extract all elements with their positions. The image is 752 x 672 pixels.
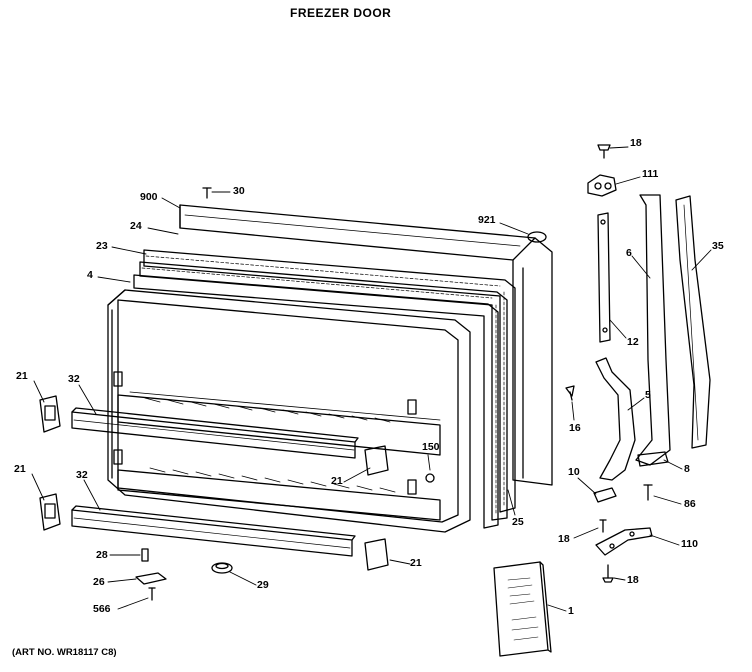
callout-26: 26 bbox=[93, 576, 105, 588]
callout-18-bottom: 18 bbox=[627, 574, 639, 586]
door-closer-5 bbox=[595, 357, 636, 481]
pin-28 bbox=[141, 548, 149, 562]
callout-29: 29 bbox=[257, 579, 269, 591]
callout-18-mid: 18 bbox=[558, 533, 570, 545]
shelf-bar-lower bbox=[71, 505, 356, 557]
end-cap-left-upper bbox=[39, 395, 61, 433]
callout-6: 6 bbox=[626, 247, 632, 259]
door-gaskets bbox=[133, 249, 516, 529]
door-liner bbox=[107, 289, 471, 533]
callout-32-lower: 32 bbox=[76, 469, 88, 481]
callout-23: 23 bbox=[96, 240, 108, 252]
outer-door-panel bbox=[179, 204, 553, 486]
hinge-110 bbox=[595, 527, 653, 556]
screw-18-mid bbox=[599, 519, 607, 533]
screw-30 bbox=[202, 187, 212, 199]
callout-150: 150 bbox=[422, 441, 440, 453]
callout-111: 111 bbox=[642, 168, 659, 180]
hinge-strap-12 bbox=[597, 212, 611, 343]
grommet-29 bbox=[211, 562, 233, 574]
trim-strip-6 bbox=[635, 194, 671, 466]
callout-110: 110 bbox=[681, 538, 698, 550]
callout-25: 25 bbox=[512, 516, 524, 528]
end-cap-left-lower bbox=[39, 493, 61, 531]
screw-18-bottom bbox=[602, 564, 614, 583]
callout-28: 28 bbox=[96, 549, 108, 561]
callout-21-left-lower: 21 bbox=[14, 463, 26, 475]
callout-16: 16 bbox=[569, 422, 581, 434]
leader-lines bbox=[31, 146, 712, 612]
callout-18-top: 18 bbox=[630, 137, 642, 149]
hinge-cap-18-top bbox=[597, 144, 611, 159]
callout-4: 4 bbox=[87, 269, 93, 281]
art-number: (ART NO. WR18117 C8) bbox=[12, 647, 117, 658]
screw-16 bbox=[565, 385, 575, 401]
callout-32-upper: 32 bbox=[68, 373, 80, 385]
callout-21-right-lower: 21 bbox=[410, 557, 422, 569]
callout-10: 10 bbox=[568, 466, 580, 478]
callout-21-right-upper: 21 bbox=[331, 475, 343, 487]
callout-21-left-upper: 21 bbox=[16, 370, 28, 382]
diagram-title: FREEZER DOOR bbox=[290, 6, 392, 20]
bracket-26 bbox=[135, 572, 167, 585]
shelf-bar-upper bbox=[71, 407, 359, 459]
screw-150 bbox=[425, 473, 435, 483]
callout-86: 86 bbox=[684, 498, 696, 510]
screw-86 bbox=[643, 484, 653, 501]
callout-1: 1 bbox=[568, 605, 574, 617]
end-cap-right-lower bbox=[364, 538, 389, 571]
callout-8: 8 bbox=[684, 463, 690, 475]
plug-921 bbox=[527, 231, 547, 243]
instruction-booklet bbox=[493, 561, 552, 657]
bushing-10 bbox=[593, 487, 617, 503]
callout-35: 35 bbox=[712, 240, 724, 252]
trim-strip-35 bbox=[675, 195, 711, 449]
callout-566: 566 bbox=[93, 603, 111, 615]
callout-30: 30 bbox=[233, 185, 245, 197]
callout-24: 24 bbox=[130, 220, 142, 232]
hinge-bracket-111 bbox=[587, 174, 617, 197]
callout-921: 921 bbox=[478, 214, 496, 226]
callout-5: 5 bbox=[645, 389, 651, 401]
callout-12: 12 bbox=[627, 336, 639, 348]
end-cap-right-upper bbox=[364, 445, 389, 476]
screw-566 bbox=[148, 587, 156, 601]
callout-900: 900 bbox=[140, 191, 158, 203]
